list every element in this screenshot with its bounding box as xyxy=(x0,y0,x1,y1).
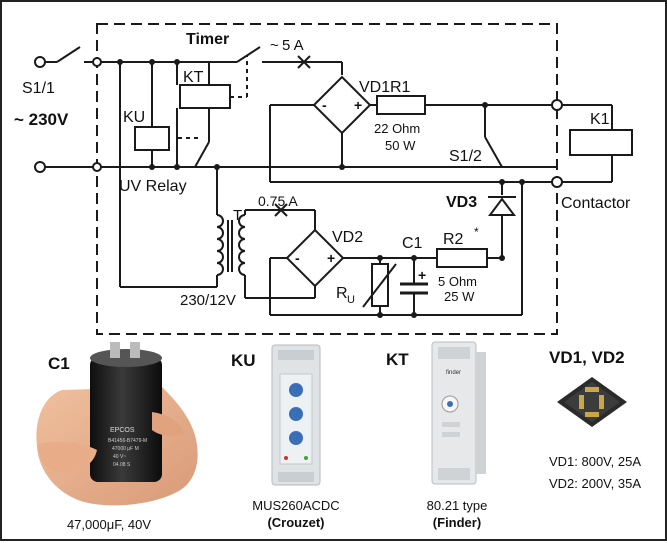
label-k1: K1 xyxy=(590,111,610,128)
vd-photo-title: VD1, VD2 xyxy=(549,348,625,367)
label-c1: C1 xyxy=(402,235,423,252)
k1-coil xyxy=(569,129,633,156)
transformer-secondary xyxy=(238,214,246,276)
label-contactor: Contactor xyxy=(561,195,631,212)
label-transformer-ratio: 230/12V xyxy=(180,292,236,309)
terminal xyxy=(92,162,102,172)
kt-module-body xyxy=(431,341,477,485)
label-s11: S1/1 xyxy=(22,80,55,97)
c1-rating-text: 47000 μF M xyxy=(112,446,139,452)
s12-contact xyxy=(484,136,503,168)
label-s12: S1/2 xyxy=(449,148,482,165)
ku-photo-title: KU xyxy=(231,351,256,370)
c1-brand-text: EPCOS xyxy=(110,427,135,434)
kt-caption-type: 80.21 type xyxy=(426,498,488,513)
label-r1-power: 50 W xyxy=(385,138,416,153)
c1-voltage-text: 40 V~ xyxy=(113,454,126,460)
label-vd1-plus: + xyxy=(354,97,362,113)
label-vd2-plus: + xyxy=(327,250,335,266)
kt-brand-text: finder xyxy=(446,370,461,376)
label-supply: ~ 230V xyxy=(14,110,69,129)
c1-photo: EPCOS B41456-B7479-M 47000 μF M 40 V~ 04… xyxy=(36,342,198,506)
ku-coil xyxy=(134,126,170,151)
label-timer: Timer xyxy=(186,31,229,48)
c1-date-text: 04.08 S xyxy=(113,462,131,468)
label-vd1: VD1 xyxy=(359,79,390,96)
label-vd2: VD2 xyxy=(332,229,363,246)
junctions xyxy=(117,59,525,318)
ku-knob xyxy=(289,383,303,397)
ku-caption-maker: (Crouzet) xyxy=(267,515,325,530)
fuse-075a xyxy=(274,203,288,217)
label-ru-sub: U xyxy=(347,294,355,306)
r1-resistor xyxy=(376,95,426,115)
c1-photo-title: C1 xyxy=(48,354,70,373)
kt-photo-title: KT xyxy=(386,350,409,369)
c1-part-text: B41456-B7479-M xyxy=(108,438,147,444)
c1-caption: 47,000μF, 40V xyxy=(66,517,152,532)
vd2-rating-caption: VD2: 200V, 35A xyxy=(548,476,642,491)
transformer-primary xyxy=(216,214,224,276)
vd3-diode-body xyxy=(488,197,516,216)
label-fuse2: 0.75 A xyxy=(258,193,298,209)
switch-s11-blade xyxy=(56,46,81,63)
ku-caption-model: MUS260ACDC xyxy=(252,498,340,513)
vd1-rating-caption: VD1: 800V, 25A xyxy=(548,454,642,469)
label-vd2-minus: - xyxy=(295,250,300,266)
ku-photo xyxy=(271,344,321,486)
thumb xyxy=(38,442,97,472)
terminal-k1-a xyxy=(551,99,563,111)
fuse-5a xyxy=(297,55,311,69)
label-r2-star: * xyxy=(474,225,479,239)
ku-knob xyxy=(289,431,303,445)
uv-relay-contact xyxy=(194,141,210,168)
label-fuse1: 5 A xyxy=(282,37,304,54)
label-vd3: VD3 xyxy=(446,194,477,211)
label-kt: KT xyxy=(183,69,204,86)
label-ku: KU xyxy=(123,109,145,126)
label-r1: R1 xyxy=(390,79,411,96)
label-fuse-tilde: ~ xyxy=(270,37,279,54)
label-r2: R2 xyxy=(443,231,464,248)
kt-coil xyxy=(179,84,231,109)
label-r1-value: 22 Ohm xyxy=(374,121,420,136)
capacitor-body xyxy=(90,357,162,482)
label-r2-value: 5 Ohm xyxy=(438,274,477,289)
label-c1-plus: + xyxy=(418,267,426,283)
ku-knob xyxy=(289,407,303,421)
kt-caption-maker: (Finder) xyxy=(432,515,482,530)
timer-contact xyxy=(236,46,261,63)
label-r2-power: 25 W xyxy=(444,289,475,304)
terminal xyxy=(92,57,102,67)
terminal-n xyxy=(34,161,46,173)
label-uv-relay: UV Relay xyxy=(119,178,187,195)
label-vd1-minus: - xyxy=(322,97,327,113)
terminal-l xyxy=(34,56,46,68)
r2-resistor xyxy=(436,248,488,268)
terminal-k1-b xyxy=(551,176,563,188)
label-ru: R xyxy=(336,285,348,302)
vd-photo xyxy=(557,377,627,427)
label-transformer: T xyxy=(233,207,242,224)
kt-photo: finder xyxy=(431,341,486,485)
